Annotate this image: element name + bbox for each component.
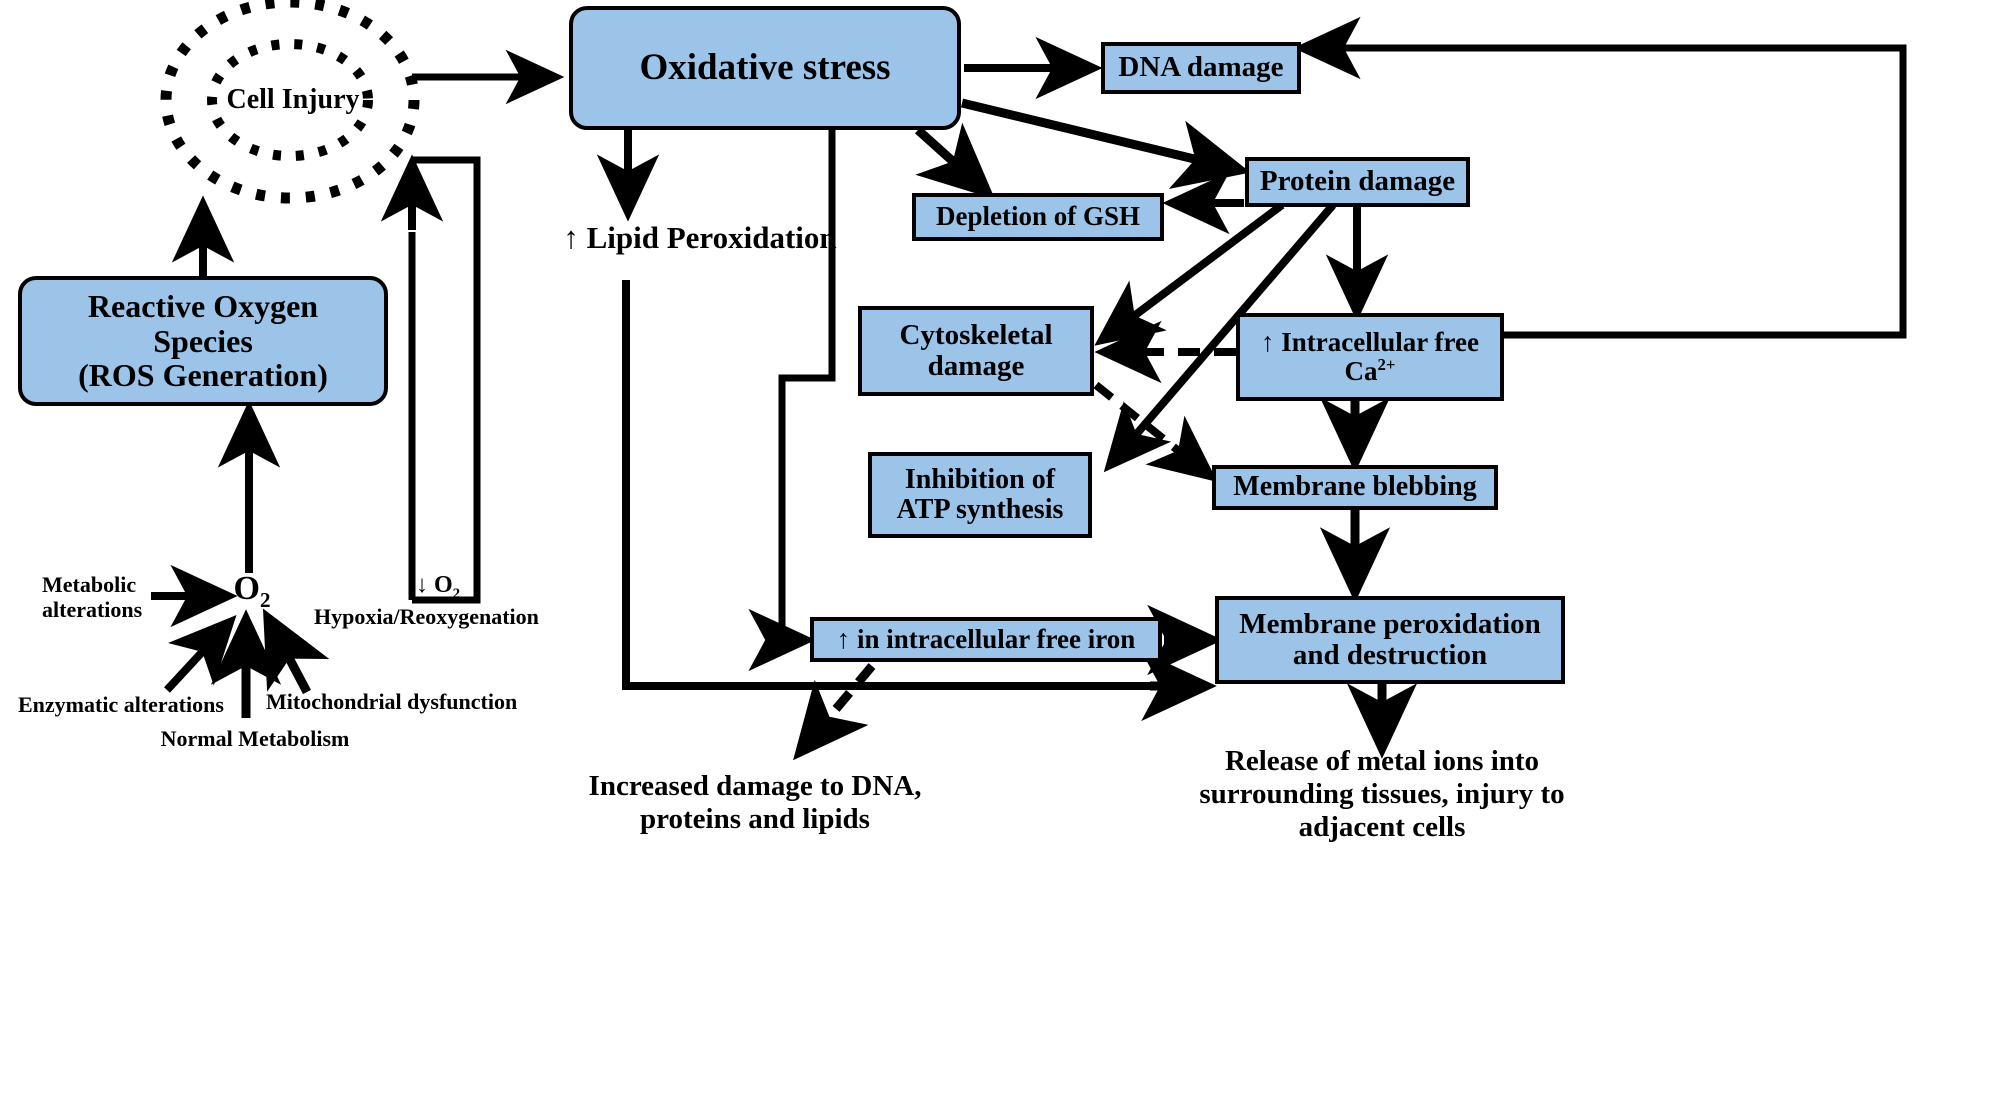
release-metal-line-2: surrounding tissues, injury to	[1199, 778, 1565, 811]
cell-injury-text: Cell Injury	[226, 84, 360, 115]
ros-line-1: Reactive Oxygen	[87, 288, 319, 325]
ca-symbol: Ca	[1344, 356, 1378, 386]
metabolic-alterations-label: Metabolic alterations	[42, 572, 192, 622]
edge-lipidperoxidation-bottom-route	[622, 280, 1190, 690]
o2-label: O2	[224, 570, 280, 612]
intracellular-ca-line-1: ↑ Intracellular free	[1261, 326, 1479, 357]
membrane-peroxidation-line-1: Membrane peroxidation	[1239, 607, 1541, 640]
enzymatic-text: Enzymatic alterations	[18, 692, 224, 717]
node-inhibition-atp-synthesis[interactable]: Inhibition of ATP synthesis	[868, 452, 1092, 538]
lipid-peroxidation-label: ↑ Lipid Peroxidation	[560, 220, 840, 255]
node-membrane-blebbing[interactable]: Membrane blebbing	[1212, 465, 1498, 510]
lipid-peroxidation-text: ↑ Lipid Peroxidation	[563, 220, 837, 255]
protein-damage-text: Protein damage	[1259, 165, 1456, 198]
hypoxia-text: Hypoxia/Reoxygenation	[314, 604, 539, 629]
metabolic-line-1: Metabolic	[42, 572, 137, 597]
ros-line-3: (ROS Generation)	[78, 357, 328, 394]
depletion-gsh-text: Depletion of GSH	[935, 201, 1140, 232]
node-intracellular-free-iron[interactable]: ↑ in intracellular free iron	[810, 617, 1162, 662]
cell-membrane-dotted-ellipse	[160, 0, 420, 204]
node-depletion-gsh[interactable]: Depletion of GSH	[912, 193, 1164, 241]
cell-injury-label: Cell Injury	[208, 84, 378, 116]
increased-damage-line-1: Increased damage to DNA,	[588, 770, 922, 802]
edge-enzymatic-to-o2	[164, 614, 237, 693]
oxidative-stress-text: Oxidative stress	[639, 47, 891, 89]
edge-intracellularca-to-dnadamage-route	[1313, 44, 1907, 339]
o2-symbol: O	[233, 570, 260, 607]
down-o2-subscript: 2	[452, 585, 461, 602]
down-o2-symbol: ↓ O	[416, 572, 453, 598]
edge-oxidativestress-to-depletiongsh	[914, 122, 996, 200]
edge-mitochondrial-to-o2	[262, 608, 330, 695]
edge-proteindamage-to-cytoskeletal	[1094, 201, 1285, 346]
node-reactive-oxygen-species[interactable]: Reactive Oxygen Species (ROS Generation)	[18, 276, 388, 406]
edge-oxidativestress-to-iron-route	[778, 130, 836, 644]
down-o2-label: ↓ O2	[416, 572, 496, 602]
dna-damage-text: DNA damage	[1118, 51, 1284, 84]
node-oxidative-stress[interactable]: Oxidative stress	[569, 6, 961, 130]
intracellular-iron-text: ↑ in intracellular free iron	[836, 623, 1136, 654]
ros-line-2: Species	[153, 322, 253, 359]
normal-metabolism-text: Normal Metabolism	[160, 726, 350, 751]
edge-cytoskeletal-to-membraneblebbing-dashed	[1093, 381, 1218, 482]
cell-nucleus-dotted-ellipse	[207, 39, 373, 161]
release-metal-line-3: adjacent cells	[1298, 811, 1466, 844]
mitochondrial-text: Mitochondrial dysfunction	[266, 689, 518, 714]
edge-hypoxia-route	[412, 156, 481, 385]
normal-metabolism-label: Normal Metabolism	[150, 726, 360, 751]
node-intracellular-free-ca[interactable]: ↑ Intracellular free Ca2+	[1236, 313, 1504, 401]
hypoxia-reoxygenation-label: Hypoxia/Reoxygenation	[314, 604, 544, 629]
inhibition-atp-line-1: Inhibition of	[904, 463, 1056, 495]
node-protein-damage[interactable]: Protein damage	[1245, 157, 1470, 207]
o2-subscript: 2	[259, 587, 271, 612]
enzymatic-alterations-label: Enzymatic alterations	[18, 692, 258, 717]
edge-oxidativestress-to-proteindamage	[960, 98, 1251, 189]
increased-damage-line-2: proteins and lipids	[640, 803, 870, 836]
membrane-blebbing-text: Membrane blebbing	[1233, 471, 1477, 503]
cytoskeletal-damage-line-2: damage	[927, 350, 1025, 382]
intracellular-ca-line-2: Ca2+	[1344, 355, 1396, 386]
inhibition-atp-line-2: ATP synthesis	[896, 494, 1064, 525]
membrane-peroxidation-line-2: and destruction	[1292, 639, 1488, 671]
ca-charge: 2+	[1377, 355, 1396, 374]
edge-iron-to-increaseddamage-dashed	[793, 663, 876, 761]
mitochondrial-dysfunction-label: Mitochondrial dysfunction	[266, 689, 536, 714]
node-membrane-peroxidation[interactable]: Membrane peroxidation and destruction	[1215, 596, 1565, 684]
release-metal-ions-label: Release of metal ions into surrounding t…	[1112, 745, 1652, 844]
increased-damage-label: Increased damage to DNA, proteins and li…	[580, 770, 930, 836]
cytoskeletal-damage-line-1: Cytoskeletal	[899, 318, 1053, 351]
edge-hypoxia-elbow	[412, 382, 481, 604]
node-dna-damage[interactable]: DNA damage	[1101, 42, 1301, 94]
node-cytoskeletal-damage[interactable]: Cytoskeletal damage	[858, 306, 1094, 396]
release-metal-line-1: Release of metal ions into	[1224, 745, 1540, 777]
metabolic-line-2: alterations	[42, 597, 143, 623]
